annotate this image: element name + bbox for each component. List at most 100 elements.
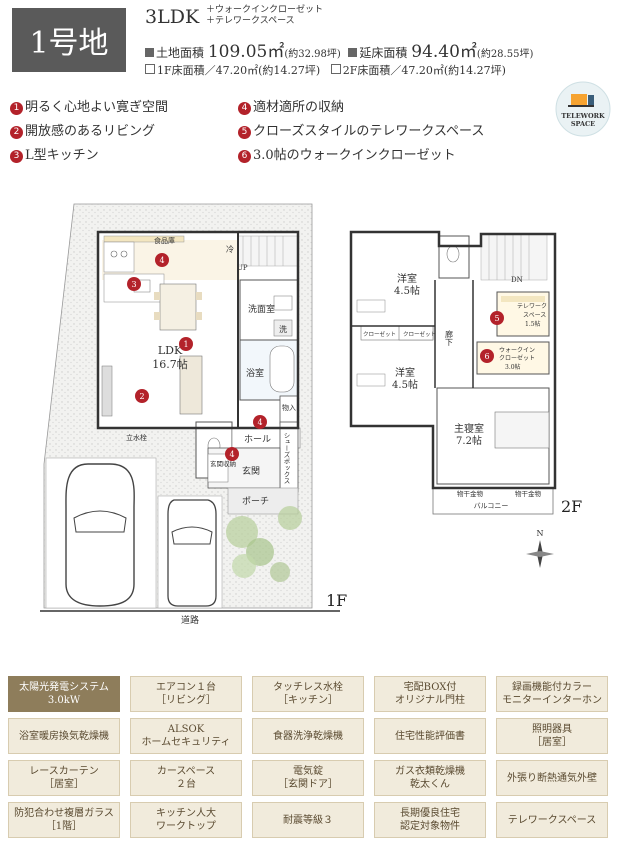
spec-title: 照明器具	[532, 724, 572, 735]
spec-item: エアコン１台 ［リビング］	[130, 676, 242, 712]
land-area-label: 土地面積	[156, 46, 205, 60]
badge-circle	[555, 81, 611, 137]
spec-item: 電気錠［玄関ドア］	[252, 760, 364, 796]
entrance-storage	[207, 453, 229, 483]
marker-5-num: 5	[494, 314, 499, 323]
area-line-floors: 1F床面積／47.20㎡(約14.27坪) 2F床面積／47.20㎡(約14.2…	[145, 62, 506, 78]
ldk-size: 16.7帖	[152, 358, 188, 371]
spec-title: 長期優良住宅	[400, 808, 460, 819]
house-walls	[96, 230, 300, 430]
floor1-area: 1F床面積／47.20㎡(約14.27坪)	[157, 64, 321, 77]
tree-icon	[226, 516, 258, 548]
faucet-label: 立水栓	[126, 433, 147, 442]
feature-text: 3.0帖のウォークインクローゼット	[253, 148, 456, 163]
spec-title: 住宅性能評価書	[395, 730, 465, 742]
spec-item: 住宅性能評価書	[374, 718, 486, 754]
room2-size: 4.5帖	[392, 378, 418, 391]
marker-2-num: 2	[139, 392, 144, 401]
windshield	[171, 526, 213, 545]
spec-title: ガス衣類乾燥機	[395, 766, 465, 777]
marker-3-num: 3	[131, 280, 136, 289]
counter-top	[103, 235, 185, 243]
spec-title: 耐震等級３	[283, 814, 333, 826]
bath-label: 浴室	[246, 367, 264, 379]
spec-sub: モニターインターホン	[502, 695, 602, 706]
spec-title: エアコン１台	[156, 682, 216, 693]
corridor-label: 廊下	[445, 329, 454, 347]
spec-item: ALSOK ホームセキュリティ	[130, 718, 242, 754]
spec-sub: ［キッチン］	[278, 695, 338, 706]
compass-icon: N	[526, 529, 554, 568]
shoebox-label: シューズボックス	[282, 432, 290, 484]
feature-text: クローズスタイルのテレワークスペース	[253, 124, 485, 139]
spec-title: ALSOK	[167, 724, 205, 735]
land-area-tsubo: (約32.98坪)	[284, 49, 341, 60]
marker-6-num: 6	[484, 352, 489, 361]
wic-size: 3.0帖	[505, 363, 521, 371]
spec-title: 電気錠	[293, 766, 323, 777]
telework-label-1: テレワーク	[517, 303, 547, 310]
land-area-value: 109.05㎡	[207, 42, 285, 62]
compass-cross	[526, 551, 554, 557]
sofa	[179, 355, 203, 415]
telework-size: 1.5帖	[525, 320, 541, 328]
spec-sub: オリジナル門柱	[395, 695, 465, 706]
bathtub-icon	[269, 345, 295, 393]
spec-title: キッチン人大	[156, 808, 216, 819]
spec-item: テレワークスペース	[496, 802, 608, 838]
spec-sub: ［居室］	[532, 737, 572, 748]
spec-item: キッチン人大ワークトップ	[130, 802, 242, 838]
floor2-area: 2F床面積／47.20㎡(約14.27坪)	[342, 64, 506, 77]
spec-sub: ［居室］	[44, 779, 84, 790]
tree-icon	[232, 554, 256, 578]
tree-icon	[278, 506, 302, 530]
spec-sub: ホームセキュリティ	[141, 737, 231, 748]
up-label: UP	[237, 264, 248, 272]
desk-icon	[356, 299, 386, 313]
spec-item: 宅配BOX付オリジナル門柱	[374, 676, 486, 712]
tv-board	[101, 365, 113, 417]
feature-text: 明るく心地よい寛ぎ空間	[25, 100, 169, 115]
car-icon	[65, 463, 135, 607]
telework-badge: TELEWORK SPACE	[555, 81, 611, 137]
spec-sub: ［リビング］	[156, 695, 216, 706]
room1-size: 4.5帖	[394, 284, 420, 297]
spec-sub: ［1階］	[45, 821, 83, 832]
master-label: 主寝室	[454, 422, 484, 435]
spec-item: 外張り断熱通気外壁	[496, 760, 608, 796]
stairs-1f	[237, 235, 299, 267]
badge-line1: TELEWORK	[561, 112, 605, 120]
dining-table	[159, 283, 197, 331]
spec-title: 太陽光発電システム	[19, 682, 109, 693]
spec-title: テレワークスペース	[507, 814, 597, 826]
burner-icon	[110, 250, 118, 258]
closet2-label: クローゼット	[403, 330, 436, 338]
monitor-icon	[571, 94, 587, 105]
spec-sub: ２台	[176, 779, 196, 790]
marker-1-num: 1	[183, 340, 188, 349]
feature-text: L型キッチン	[25, 148, 99, 163]
marker-num: 6	[238, 150, 251, 163]
marker-1	[179, 337, 193, 351]
marker-num: 3	[10, 150, 23, 163]
spec-item: 照明器具 ［居室］	[496, 718, 608, 754]
marker-6	[480, 349, 494, 363]
square-outline-icon	[145, 64, 155, 74]
marker-4b	[253, 415, 267, 429]
toilet-room-2f	[438, 235, 470, 279]
spec-title: レースカーテン	[29, 766, 99, 777]
closet1-label: クローゼット	[363, 330, 396, 338]
layout-extra-telework: ＋テレワークスペース	[206, 16, 295, 26]
spec-title: 防犯合わせ複層ガラス	[14, 808, 114, 819]
marker-num: 2	[10, 126, 23, 139]
floor-area-tsubo: (約28.55坪)	[476, 49, 534, 60]
desk-icon	[356, 373, 386, 387]
telework-label-2: スペース	[523, 312, 546, 319]
lot-badge: 1号地	[12, 8, 126, 72]
wic-label-2: クローゼット	[499, 354, 535, 362]
spec-item: 食器洗浄乾燥機	[252, 718, 364, 754]
